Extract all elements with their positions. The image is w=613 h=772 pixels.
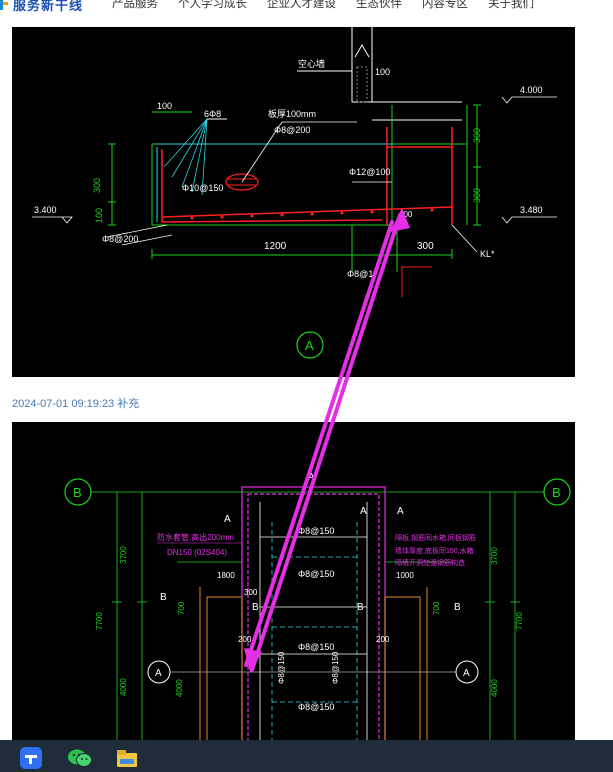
note-right-2: 墙体厚度,底板同150,水箱 — [395, 546, 474, 555]
label-elev-4000: 4.000 — [520, 85, 543, 95]
mark-b-left: B — [160, 592, 167, 603]
label-elev-3400: 3.400 — [34, 205, 57, 215]
nav-link-products[interactable]: 产品服务 — [112, 0, 158, 10]
axis-a-label: A — [305, 338, 314, 353]
nav-links: 产品服务 个人学习成长 企业人才建设 生态伙伴 内容专区 关于我们 — [112, 0, 554, 11]
axis-a-right-label: A — [463, 668, 470, 679]
nav-link-enterprise-talent[interactable]: 企业人才建设 — [267, 0, 336, 10]
mark-b-inner-left: B — [252, 602, 259, 613]
axis-b-left-label: B — [73, 485, 82, 500]
dim-1800: 1800 — [217, 571, 235, 580]
cad-drawing-1-canvas: 空心墙 100 — [32, 27, 557, 359]
label-6phi8: 6Φ8 — [204, 109, 221, 119]
cad-drawing-2-canvas: B B A A — [64, 472, 571, 742]
axis-b-right-label: B — [552, 485, 561, 500]
logo-text: 服务新干线 — [13, 0, 84, 13]
dim-1000: 1000 — [396, 571, 414, 580]
label-phi8-200-bottom: Φ8@200 — [102, 234, 138, 244]
dim-left-7700: 7700 — [95, 612, 104, 630]
top-nav: 服务新干线 产品服务 个人学习成长 企业人才建设 生态伙伴 内容专区 关于我们 — [0, 0, 613, 14]
label-phi8-150-3: Φ8@150 — [298, 642, 334, 652]
label-phi8-150-1: Φ8@150 — [298, 526, 334, 536]
logo-icon — [0, 0, 8, 10]
dim-700-right: 700 — [432, 601, 441, 615]
label-kl: KL* — [480, 249, 495, 259]
label-phi8-150-vertical-1: Φ8@150 — [277, 651, 286, 684]
label-phi8-200-top: Φ8@200 — [274, 125, 310, 135]
dim-right-7700: 7700 — [515, 612, 524, 630]
nav-link-partners[interactable]: 生态伙伴 — [356, 0, 402, 10]
label-phi8-150-2: Φ8@150 — [298, 569, 334, 579]
label-100-left: 100 — [157, 101, 172, 111]
nav-link-about[interactable]: 关于我们 — [488, 0, 534, 10]
axis-a-circle — [296, 331, 324, 359]
label-300-right-mid: 300 — [472, 188, 482, 203]
dim-200-right: 200 — [376, 635, 390, 644]
dim-left-4000-b: 4000 — [175, 679, 184, 697]
mark-a-top: A — [308, 472, 315, 483]
label-300-bottom: 300 — [417, 241, 434, 252]
cad-drawing-2[interactable]: B B A A — [12, 422, 575, 742]
label-phi8-bottom: Φ8@1 — [347, 269, 373, 279]
label-phi8-150-4: Φ8@150 — [298, 702, 334, 712]
label-phi8-150-vertical-2: Φ8@150 — [331, 651, 340, 684]
mark-a-left: A — [224, 514, 231, 525]
note-left-1: 防水套管,高出200mm — [157, 532, 234, 542]
site-logo[interactable]: 服务新干线 — [0, 0, 83, 14]
label-100-top: 100 — [375, 67, 390, 77]
dim-300: 300 — [244, 588, 258, 597]
note-right-1: 隔板,钢筋同水箱,同板钢筋 — [395, 533, 476, 542]
nav-link-content[interactable]: 内容专区 — [422, 0, 468, 10]
dim-left-3700: 3700 — [119, 546, 128, 564]
supplement-timestamp: 2024-07-01 09:19:23 补充 — [12, 398, 140, 410]
label-300-left: 300 — [92, 178, 102, 193]
taskbar — [0, 740, 613, 772]
mark-a-center: A — [360, 506, 367, 517]
dim-200-left: 200 — [238, 635, 252, 644]
dim-700-left: 700 — [177, 601, 186, 615]
note-left-2: DN150 (02S404) — [167, 548, 227, 557]
mark-b-right: B — [454, 602, 461, 613]
axis-a-left-label: A — [155, 668, 162, 679]
note-right-3: 隔墙开洞加强钢筋构造 — [395, 558, 465, 567]
label-1200: 1200 — [264, 241, 287, 252]
cad-drawing-1[interactable]: 空心墙 100 — [12, 27, 575, 377]
dim-left-4000-a: 4000 — [119, 678, 128, 696]
wechat-app-icon[interactable] — [67, 747, 93, 769]
label-300-right-top: 300 — [472, 128, 482, 143]
mark-b-inner-right: B — [357, 602, 364, 613]
file-explorer-app-icon[interactable] — [116, 747, 138, 769]
nav-link-personal-growth[interactable]: 个人学习成长 — [178, 0, 247, 10]
feishu-app-icon[interactable] — [20, 747, 42, 769]
label-100-right: 100 — [399, 210, 413, 219]
label-100-left-small: 100 — [94, 208, 104, 223]
mark-a-right: A — [397, 506, 404, 517]
label-elev-3480: 3.480 — [520, 205, 543, 215]
dim-right-4000: 4000 — [490, 679, 499, 697]
label-phi12-100: Φ12@100 — [349, 167, 390, 177]
label-hollow-wall: 空心墙 — [298, 58, 325, 69]
dim-right-3700: 3700 — [490, 547, 499, 565]
label-slab-thickness: 板厚100mm — [268, 108, 316, 119]
label-phi10-150: Φ10@150 — [182, 183, 223, 193]
